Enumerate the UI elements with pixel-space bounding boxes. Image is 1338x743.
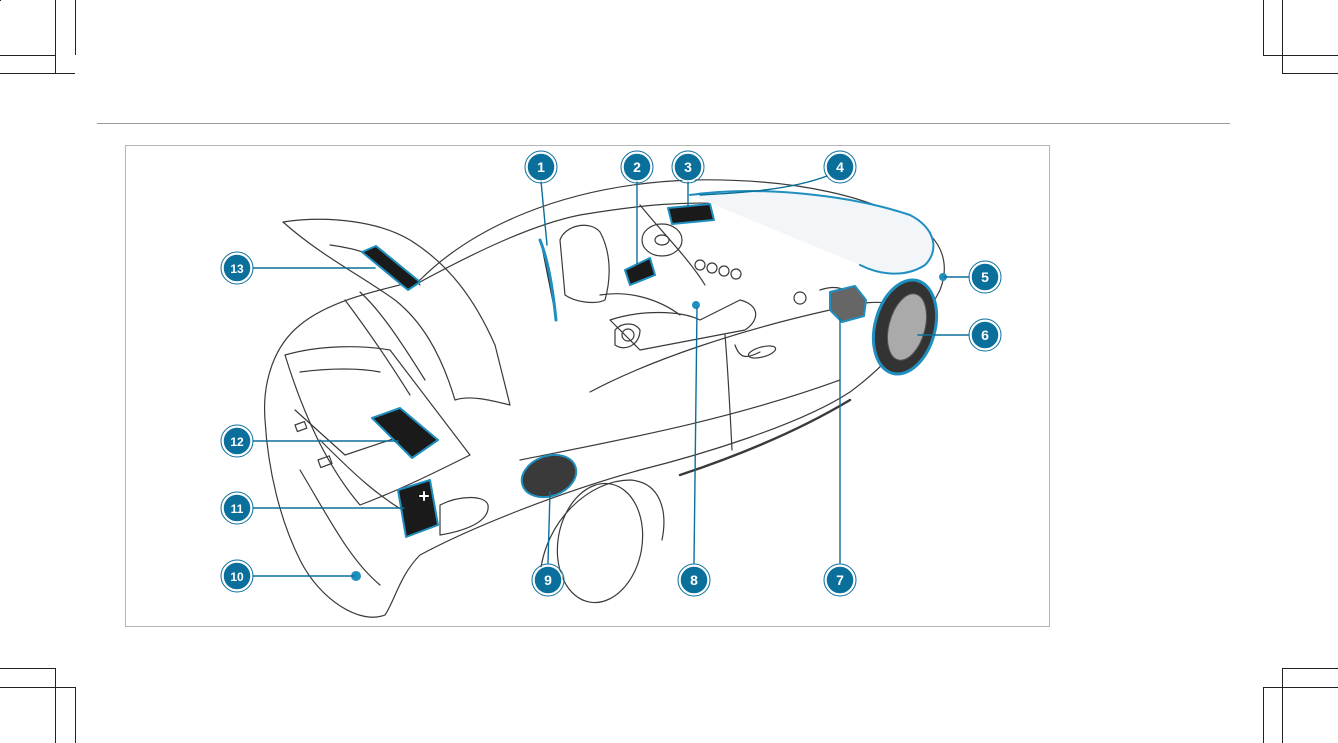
component-2-highlight: [625, 258, 655, 285]
component-1-highlight: [540, 240, 556, 320]
highlighted-components: [352, 191, 946, 580]
callout-1: 1: [525, 151, 557, 183]
callout-5-label: 5: [981, 269, 989, 285]
callout-11-label: 11: [231, 502, 244, 516]
callout-9-label: 9: [544, 572, 552, 588]
callout-13-label: 13: [230, 262, 244, 276]
callout-10: 10: [221, 560, 253, 592]
component-4-highlight: [690, 191, 933, 274]
component-12-highlight: [372, 408, 438, 458]
callout-6-label: 6: [981, 327, 989, 343]
callout-13: 13: [221, 252, 253, 284]
component-7-highlight: [830, 286, 866, 322]
callout-11: 11: [221, 492, 253, 524]
component-9-highlight: [516, 448, 582, 505]
callout-5: 5: [969, 261, 1001, 293]
callout-4-label: 4: [836, 159, 844, 175]
callout-12-label: 12: [230, 435, 244, 449]
callout-2: 2: [621, 151, 653, 183]
callout-7: 7: [824, 564, 856, 596]
callout-4: 4: [824, 151, 856, 183]
callout-6: 6: [969, 319, 1001, 351]
callout-10-label: 10: [230, 570, 244, 584]
component-8-highlight: [693, 302, 699, 308]
callout-3-label: 3: [684, 159, 692, 175]
component-3-highlight: [668, 204, 714, 224]
callout-12: 12: [221, 425, 253, 457]
callout-1-label: 1: [537, 159, 545, 175]
callout-3: 3: [672, 151, 704, 183]
callout-8: 8: [678, 564, 710, 596]
callout-9: 9: [532, 564, 564, 596]
callout-7-label: 7: [836, 572, 844, 588]
callout-2-label: 2: [633, 159, 641, 175]
callout-8-label: 8: [690, 572, 698, 588]
